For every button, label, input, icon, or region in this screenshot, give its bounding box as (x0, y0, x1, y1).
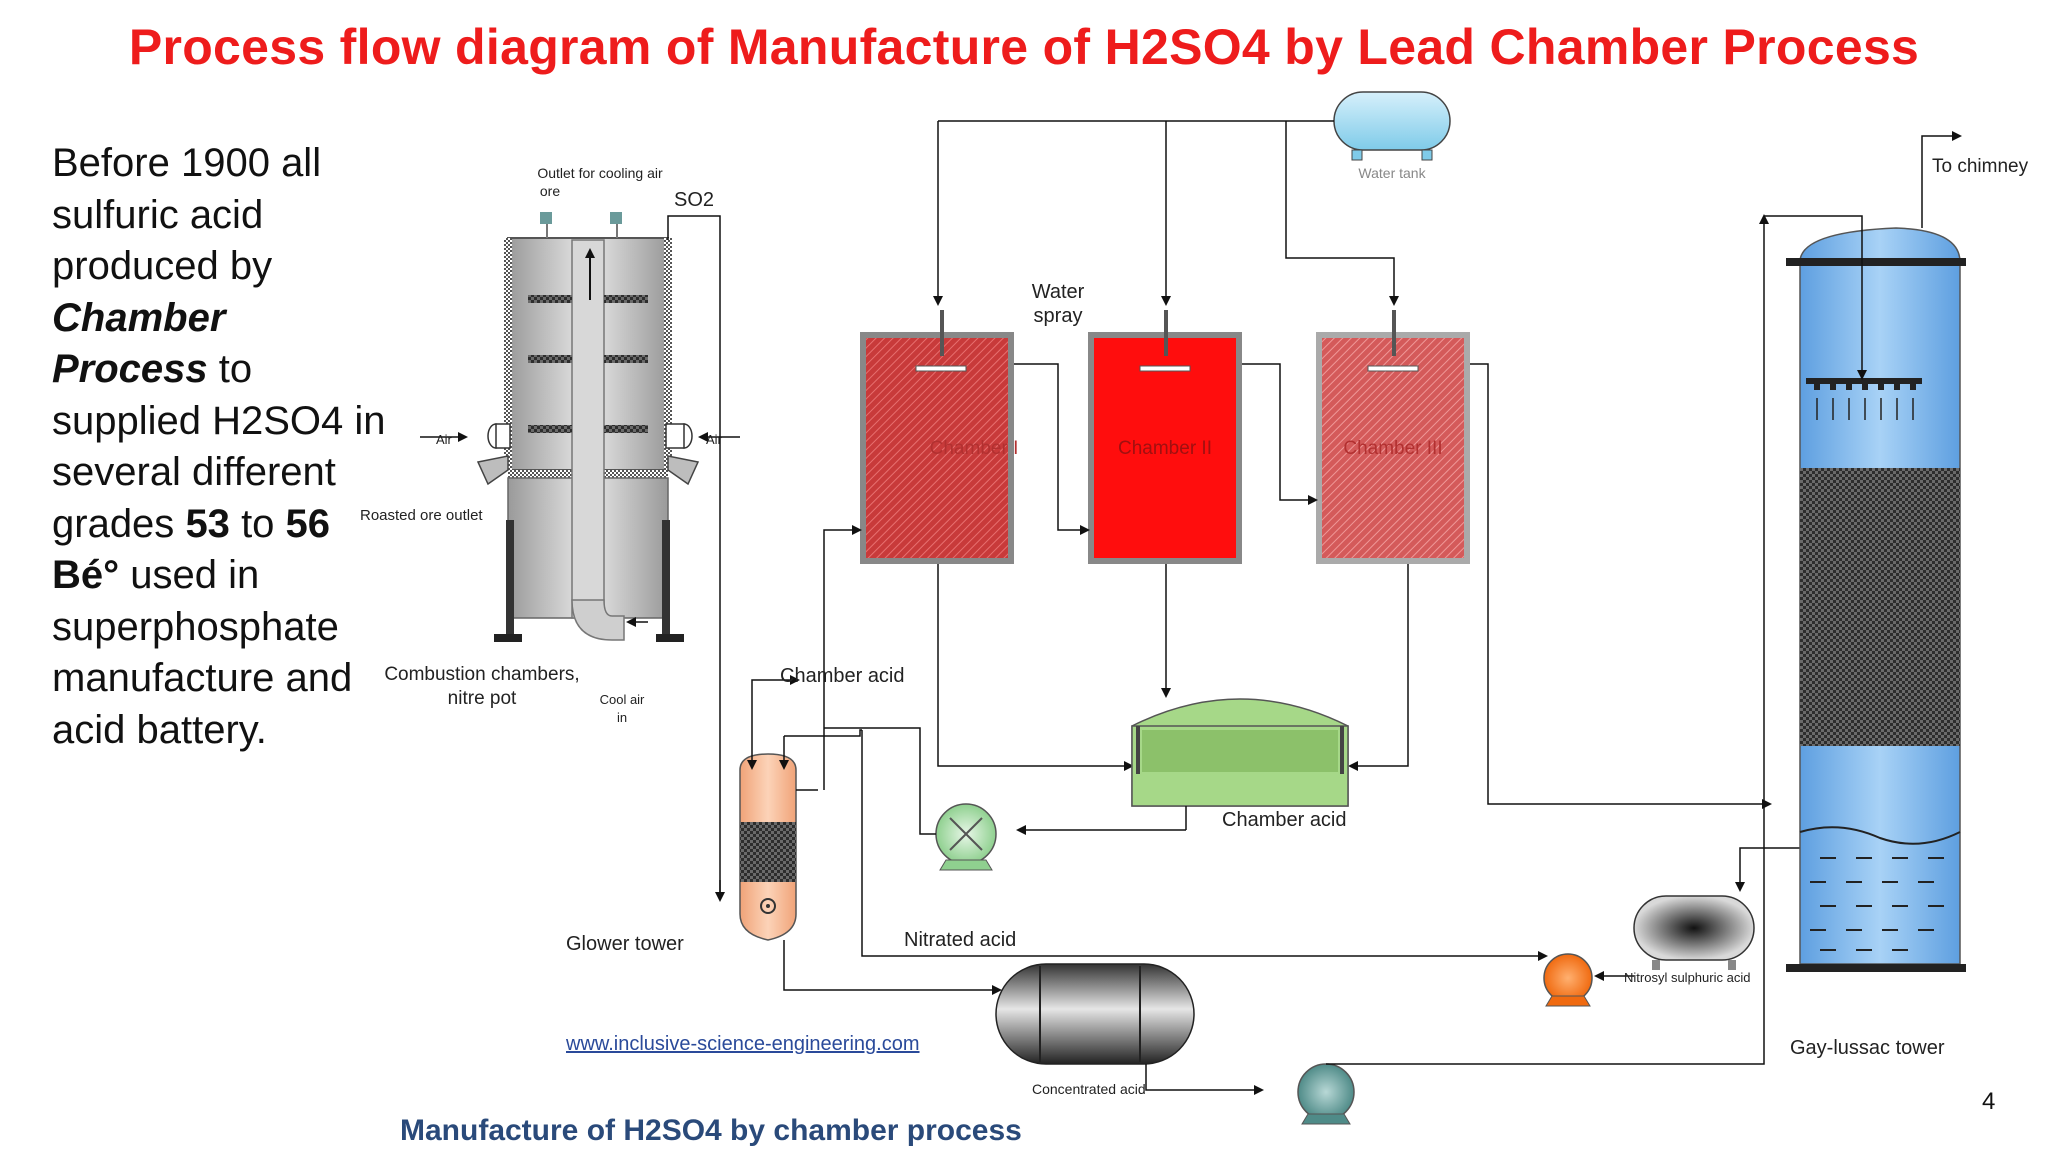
gay-lussac-tower (1764, 131, 1966, 972)
label-water-spray-1: Water (1032, 281, 1085, 303)
concentrated-acid-tank (995, 963, 1264, 1095)
label-chamber-1: Chamber I (930, 438, 1019, 459)
label-combustion-2: nitre pot (448, 688, 517, 709)
label-chamber-2: Chamber II (1118, 438, 1212, 459)
label-gay-lussac: Gay-lussac tower (1790, 1037, 1945, 1059)
label-outlet-cooling: Outlet for cooling air (537, 165, 663, 181)
intro-bold-3: 56 Bé° (52, 501, 331, 598)
intro-part-4: used in superphosphate manufacture and a… (52, 553, 353, 752)
website-link[interactable]: www.inclusive-science-engineering.com (565, 1033, 920, 1055)
label-to-chimney: To chimney (1932, 156, 2029, 177)
label-chamber-acid-tank: Chamber acid (1222, 809, 1347, 831)
pump-orange (1543, 953, 1593, 1007)
chamber-2 (1088, 310, 1242, 564)
intro-text: Before 1900 all sulfuric acid produced b… (52, 138, 392, 756)
diagram-caption: Manufacture of H2SO4 by chamber process (400, 1114, 1022, 1147)
label-air-left: Air (436, 432, 453, 447)
label-ore: ore (540, 183, 560, 199)
water-lines (933, 120, 1399, 306)
slide-title: Process flow diagram of Manufacture of H… (128, 19, 1920, 75)
label-water-spray-2: spray (1034, 305, 1083, 327)
combustion-furnace (420, 212, 740, 902)
nitrosyl-tank (1594, 847, 1800, 981)
intro-bold-2: 53 (185, 501, 230, 546)
intro-part-2: to supplied H2SO4 in several different g… (52, 347, 386, 546)
chamber-acid-tank (1016, 698, 1349, 835)
pump-teal (1297, 214, 1769, 1125)
gas-lines (823, 363, 1772, 809)
intro-part-3: to (241, 501, 275, 546)
label-chamber-acid-top: Chamber acid (780, 665, 905, 687)
label-water-tank: Water tank (1358, 165, 1426, 181)
label-air-right: Air (706, 432, 723, 447)
label-cool-air-2: in (617, 710, 627, 725)
label-glower-tower: Glower tower (566, 933, 684, 955)
glower-tower (739, 675, 1548, 995)
label-nitrosyl: Nitrosyl sulphuric acid (1624, 970, 1750, 985)
chamber-1 (860, 310, 1014, 564)
intro-bold-1: Chamber Process (52, 295, 226, 392)
water-tank (1333, 91, 1451, 161)
label-chamber-3: Chamber III (1343, 438, 1442, 459)
page-number: 4 (1982, 1088, 1996, 1115)
pump-green (824, 727, 997, 871)
label-so2: SO2 (674, 189, 714, 211)
label-combustion-1: Combustion chambers, (384, 664, 579, 685)
chamber-3 (1316, 310, 1470, 564)
label-nitrated-acid: Nitrated acid (904, 929, 1016, 951)
label-roasted-ore: Roasted ore outlet (360, 507, 483, 524)
intro-part-1: Before 1900 all sulfuric acid produced b… (52, 141, 322, 288)
label-cool-air-1: Cool air (600, 692, 645, 707)
label-concentrated-acid: Concentrated acid (1032, 1081, 1146, 1097)
